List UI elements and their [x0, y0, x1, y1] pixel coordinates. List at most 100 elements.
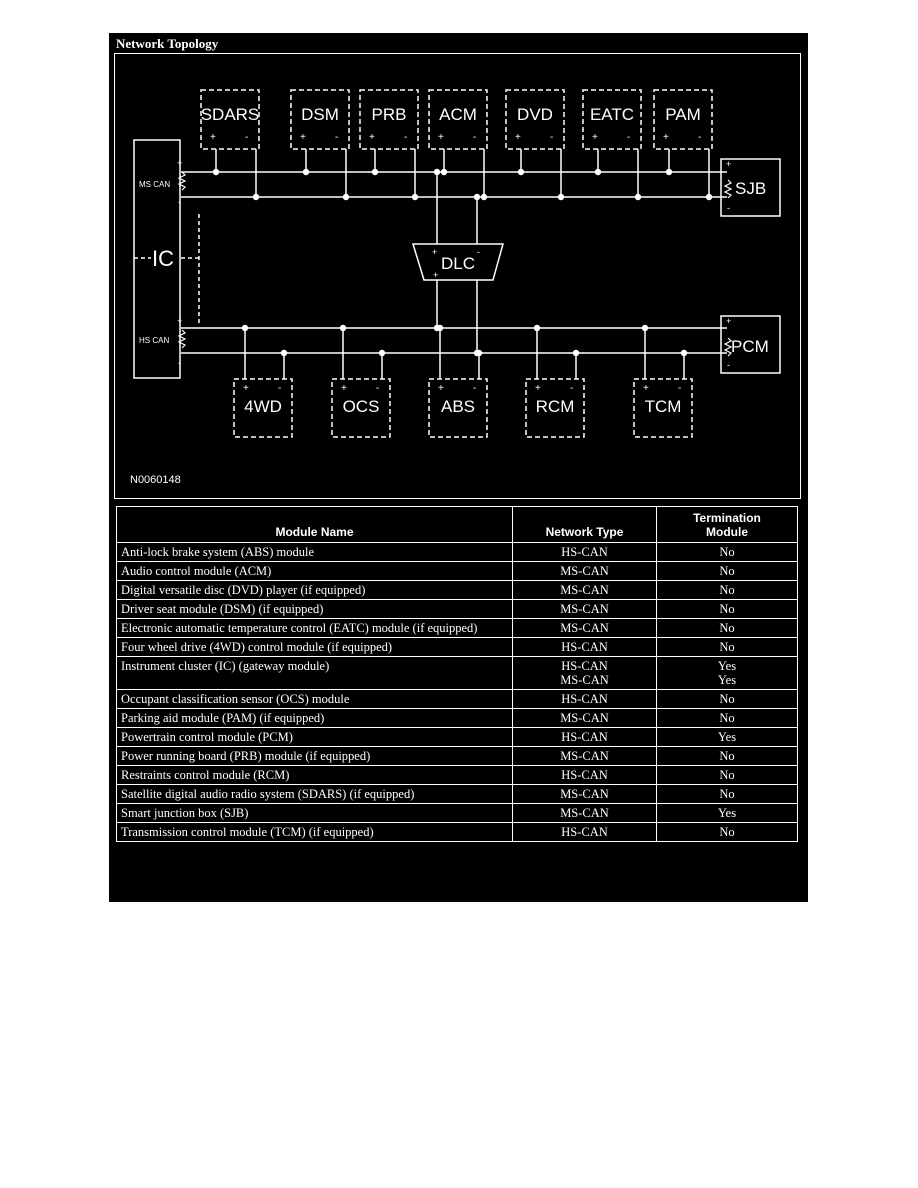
cell-termination: Yes — [656, 727, 798, 747]
plus-terminal: + — [663, 132, 669, 143]
ms-can-plus: + — [177, 158, 182, 168]
minus-terminal: - — [678, 383, 681, 394]
cell-module-name: Restraints control module (RCM) — [116, 765, 513, 785]
junction-dot — [241, 324, 249, 332]
pcm-minus: - — [727, 360, 730, 370]
module-label: PAM — [665, 105, 701, 124]
cell-termination: No — [656, 708, 798, 728]
sjb-box — [720, 158, 781, 217]
cell-termination: Yes — [656, 803, 798, 823]
module-dsm-box: DSM+- — [290, 89, 350, 150]
module-label: EATC — [590, 105, 634, 124]
cell-network-type: MS-CAN — [512, 580, 657, 600]
ms-can-resistor-icon — [177, 171, 187, 191]
cell-termination: No — [656, 542, 798, 562]
junction-dot — [634, 193, 642, 201]
module-dvd-box: DVD+- — [505, 89, 565, 150]
module-sdars-box: SDARS+- — [200, 89, 260, 150]
plus-terminal: + — [438, 383, 444, 394]
section-title: Network Topology — [116, 36, 219, 51]
header-module-name: Module Name — [116, 506, 513, 543]
cell-module-name: Audio control module (ACM) — [116, 561, 513, 581]
topology-diagram-svg: SDARS+-DSM+-PRB+-ACM+-DVD+-EATC+-PAM+-4W… — [130, 89, 781, 486]
plus-terminal: + — [535, 383, 541, 394]
cell-termination: Yes Yes — [656, 656, 798, 690]
cell-network-type: MS-CAN — [512, 784, 657, 804]
module-table: Module Name Network Type Termination Mod… — [116, 506, 798, 842]
plus-terminal: + — [341, 383, 347, 394]
ms-can-label: MS CAN — [139, 180, 170, 189]
plus-terminal: + — [438, 132, 444, 143]
table-row: Power running board (PRB) module (if equ… — [116, 746, 798, 766]
network-topology-panel: Network Topology SDARS+-DSM+-PRB+-ACM+-D… — [109, 33, 808, 902]
module-label: 4WD — [244, 397, 282, 416]
junction-dot — [572, 349, 580, 357]
pcm-label: PCM — [731, 337, 769, 356]
dlc-connector-icon — [411, 243, 504, 281]
junction-dot — [557, 193, 565, 201]
cell-module-name: Satellite digital audio radio system (SD… — [116, 784, 513, 804]
ic-gateway-box — [133, 139, 181, 379]
cell-module-name: Digital versatile disc (DVD) player (if … — [116, 580, 513, 600]
dlc-plus-top: + — [432, 247, 437, 257]
junction-dot — [433, 324, 441, 332]
cell-network-type: HS-CAN — [512, 727, 657, 747]
table-header-row: Module Name Network Type Termination Mod… — [116, 506, 798, 543]
figure-id: N0060148 — [130, 474, 181, 486]
minus-terminal: - — [473, 132, 476, 143]
module-rcm-box: RCM+- — [525, 378, 585, 438]
module-abs-box: ABS + - — [428, 378, 488, 438]
cell-network-type: MS-CAN — [512, 561, 657, 581]
cell-network-type: HS-CAN — [512, 637, 657, 657]
junction-dot — [533, 324, 541, 332]
module-label: SDARS — [201, 105, 260, 124]
pcm-resistor-icon — [723, 337, 733, 357]
module-label: ABS — [441, 397, 475, 416]
cell-termination: No — [656, 637, 798, 657]
module-tcm-box: TCM+- — [633, 378, 693, 438]
junction-dot — [212, 168, 220, 176]
cell-module-name: Power running board (PRB) module (if equ… — [116, 746, 513, 766]
minus-terminal: - — [278, 383, 281, 394]
module-acm-box: ACM+- — [428, 89, 488, 150]
cell-network-type: HS-CAN — [512, 689, 657, 709]
cell-network-type: MS-CAN — [512, 803, 657, 823]
minus-terminal: - — [473, 383, 476, 394]
table-row: Satellite digital audio radio system (SD… — [116, 784, 798, 804]
cell-network-type: MS-CAN — [512, 599, 657, 619]
hs-can-minus: - — [178, 358, 181, 368]
table-row: Instrument cluster (IC) (gateway module)… — [116, 656, 798, 690]
table-row: Digital versatile disc (DVD) player (if … — [116, 580, 798, 600]
table-row: Four wheel drive (4WD) control module (i… — [116, 637, 798, 657]
cell-module-name: Transmission control module (TCM) (if eq… — [116, 822, 513, 842]
cell-termination: No — [656, 822, 798, 842]
cell-termination: No — [656, 765, 798, 785]
junction-dot — [517, 168, 525, 176]
module-label: DSM — [301, 105, 339, 124]
pcm-plus: + — [726, 316, 731, 326]
dlc-minus-top: - — [477, 247, 480, 257]
minus-terminal: - — [335, 132, 338, 143]
plus-terminal: + — [643, 383, 649, 394]
minus-terminal: - — [376, 383, 379, 394]
cell-module-name: Powertrain control module (PCM) — [116, 727, 513, 747]
dlc-plus-bottom: + — [433, 270, 438, 280]
header-network-type: Network Type — [512, 506, 657, 543]
cell-network-type: MS-CAN — [512, 708, 657, 728]
minus-terminal: - — [627, 132, 630, 143]
module-4wd-box: 4WD+- — [233, 378, 293, 438]
minus-terminal: - — [698, 132, 701, 143]
module-eatc-box: EATC + - — [582, 89, 642, 150]
cell-termination: No — [656, 580, 798, 600]
ms-can-minus: - — [178, 197, 181, 207]
minus-terminal: - — [550, 132, 553, 143]
junction-dot — [473, 349, 481, 357]
plus-terminal: + — [592, 132, 598, 143]
minus-terminal: - — [245, 132, 248, 143]
module-prb-box: PRB+- — [359, 89, 419, 150]
cell-termination: No — [656, 561, 798, 581]
cell-network-type: MS-CAN — [512, 618, 657, 638]
